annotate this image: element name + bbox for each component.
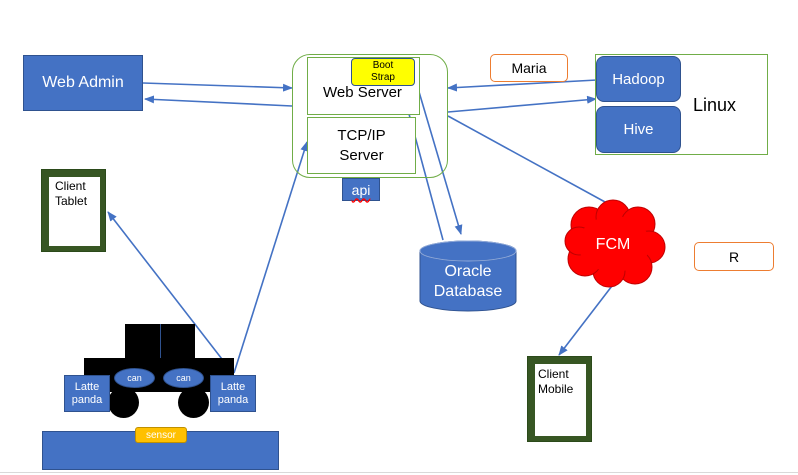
- can-right-label: can: [176, 373, 191, 383]
- server-group: [292, 54, 448, 178]
- linux-label: Linux: [693, 95, 737, 115]
- arrow-webserver-to-oracle: [416, 84, 463, 235]
- tcpip-label-line2: Server: [339, 147, 384, 164]
- tcpip-server-box: TCP/IP Server: [307, 117, 416, 174]
- can-left-label: can: [127, 373, 142, 383]
- client-mobile-label-line1: Client: [538, 367, 569, 381]
- r-label: R: [728, 248, 740, 265]
- sensor-label: sensor: [145, 429, 176, 441]
- boot-strap-label-line2: Strap: [371, 72, 395, 83]
- client-mobile-screen: Client Mobile: [535, 364, 586, 436]
- boot-strap-box: Boot Strap: [351, 58, 415, 86]
- latte-left-label-line2: panda: [71, 393, 103, 406]
- client-tablet-frame: Client Tablet: [41, 169, 106, 252]
- maria-box: Maria: [490, 54, 568, 82]
- client-tablet-label-line1: Client: [55, 179, 86, 193]
- vehicle-wheel-right: [178, 387, 209, 418]
- api-label: api: [351, 181, 371, 198]
- fcm-cloud-icon: [564, 199, 666, 288]
- sensor-badge: sensor: [135, 427, 187, 443]
- oracle-database-label: Oracle Database: [419, 262, 517, 302]
- hadoop-box: Hadoop: [596, 56, 681, 102]
- r-box: R: [694, 242, 774, 271]
- client-mobile-frame: Client Mobile: [527, 356, 592, 442]
- arrow-fcm-to-client-mobile: [558, 281, 616, 356]
- arrow-webserver-to-fcm: [447, 115, 617, 209]
- oracle-database-cylinder: [419, 240, 517, 312]
- latte-right-label-line2: panda: [217, 393, 249, 406]
- latte-panda-left-box: Latte panda: [64, 375, 110, 412]
- client-tablet-label-line2: Tablet: [55, 194, 88, 208]
- latte-right-label-line1: Latte: [220, 380, 246, 393]
- arrow-lattepanda-to-tcpip: [233, 141, 309, 374]
- arrow-webadmin-to-webserver: [142, 82, 293, 92]
- vehicle-wheel-left: [108, 387, 139, 418]
- hadoop-label: Hadoop: [612, 70, 665, 88]
- client-mobile-label-line2: Mobile: [538, 382, 574, 396]
- tcpip-label-line1: TCP/IP: [337, 127, 386, 144]
- latte-panda-right-box: Latte panda: [210, 375, 256, 412]
- web-admin-box: Web Admin: [23, 55, 143, 111]
- hive-box: Hive: [596, 106, 681, 153]
- boot-strap-label-line1: Boot: [372, 60, 394, 71]
- web-admin-label: Web Admin: [42, 74, 124, 91]
- oracle-label-line1: Oracle: [444, 263, 492, 280]
- api-box: api: [342, 178, 380, 201]
- slide-bottom-edge: [0, 472, 798, 473]
- arrow-hadoop-to-webserver: [447, 79, 598, 92]
- oracle-label-line2: Database: [433, 283, 503, 300]
- arrow-lattepanda-to-tablet: [107, 211, 233, 373]
- latte-left-label-line1: Latte: [74, 380, 100, 393]
- maria-label: Maria: [511, 60, 547, 76]
- web-server-label: Web Server: [323, 84, 402, 101]
- fcm-label: FCM: [595, 236, 631, 253]
- arrow-webserver-to-webadmin: [144, 95, 293, 107]
- can-right-ellipse: can: [163, 368, 204, 388]
- client-tablet-screen: Client Tablet: [49, 177, 100, 246]
- can-left-ellipse: can: [114, 368, 155, 388]
- hive-label: Hive: [623, 121, 654, 138]
- arrow-webserver-to-linux: [447, 95, 597, 113]
